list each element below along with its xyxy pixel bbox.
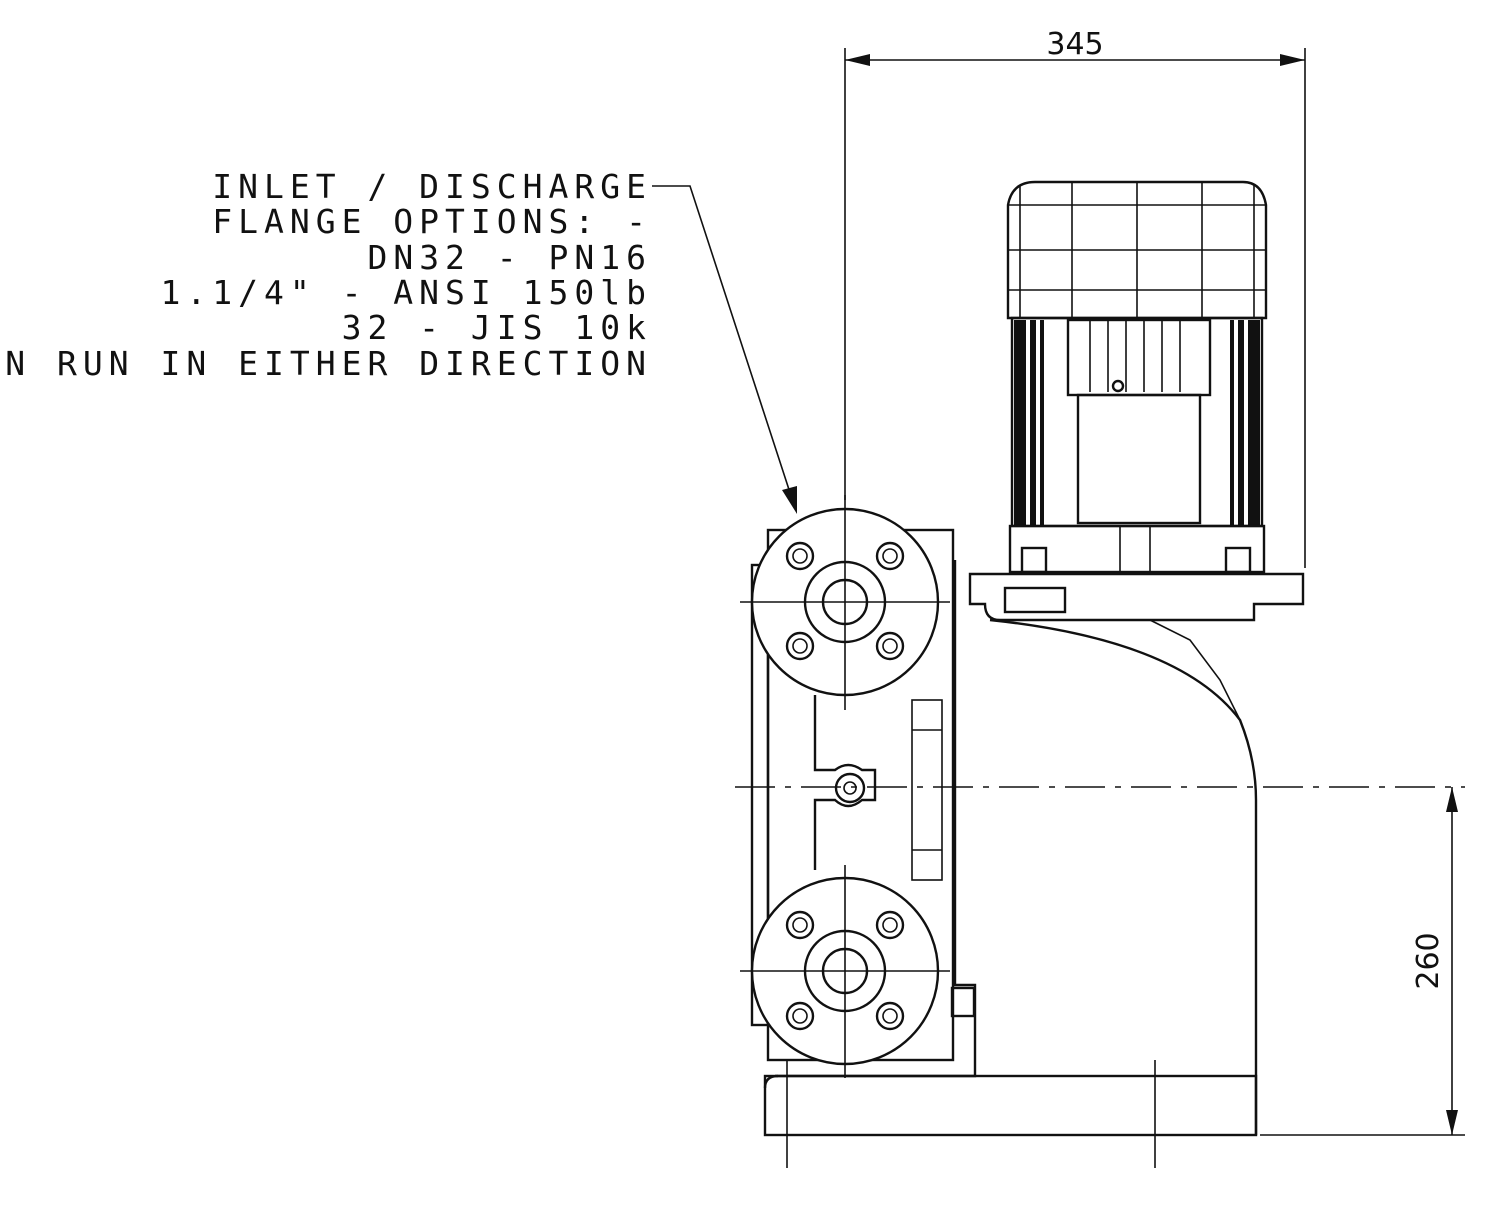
width-dimension: 345: [844, 27, 1306, 568]
height-dimension-label: 260: [1411, 932, 1446, 989]
note-line-3: DN32 - PN16: [367, 238, 652, 277]
note-line-6: PUMP CAN RUN IN EITHER DIRECTION: [0, 344, 652, 383]
bottom-flange-bolts: [785, 910, 905, 1031]
note-line-1: INLET / DISCHARGE: [212, 167, 652, 206]
flange-note: INLET / DISCHARGE FLANGE OPTIONS: - DN32…: [0, 167, 653, 383]
note-line-4: 1.1/4" - ANSI 150lb: [161, 273, 653, 312]
note-line-2: FLANGE OPTIONS: -: [212, 202, 652, 241]
bottom-flange: [740, 865, 950, 1078]
mounting-bracket: [763, 560, 1305, 1168]
motor: [1006, 180, 1268, 574]
note-line-5: 32 - JIS 10k: [342, 308, 652, 347]
top-flange: [740, 495, 950, 710]
height-dimension: 260: [1260, 787, 1465, 1136]
width-dimension-label: 345: [1046, 27, 1103, 62]
note-leader: [652, 185, 797, 514]
top-flange-bolts: [785, 541, 905, 661]
